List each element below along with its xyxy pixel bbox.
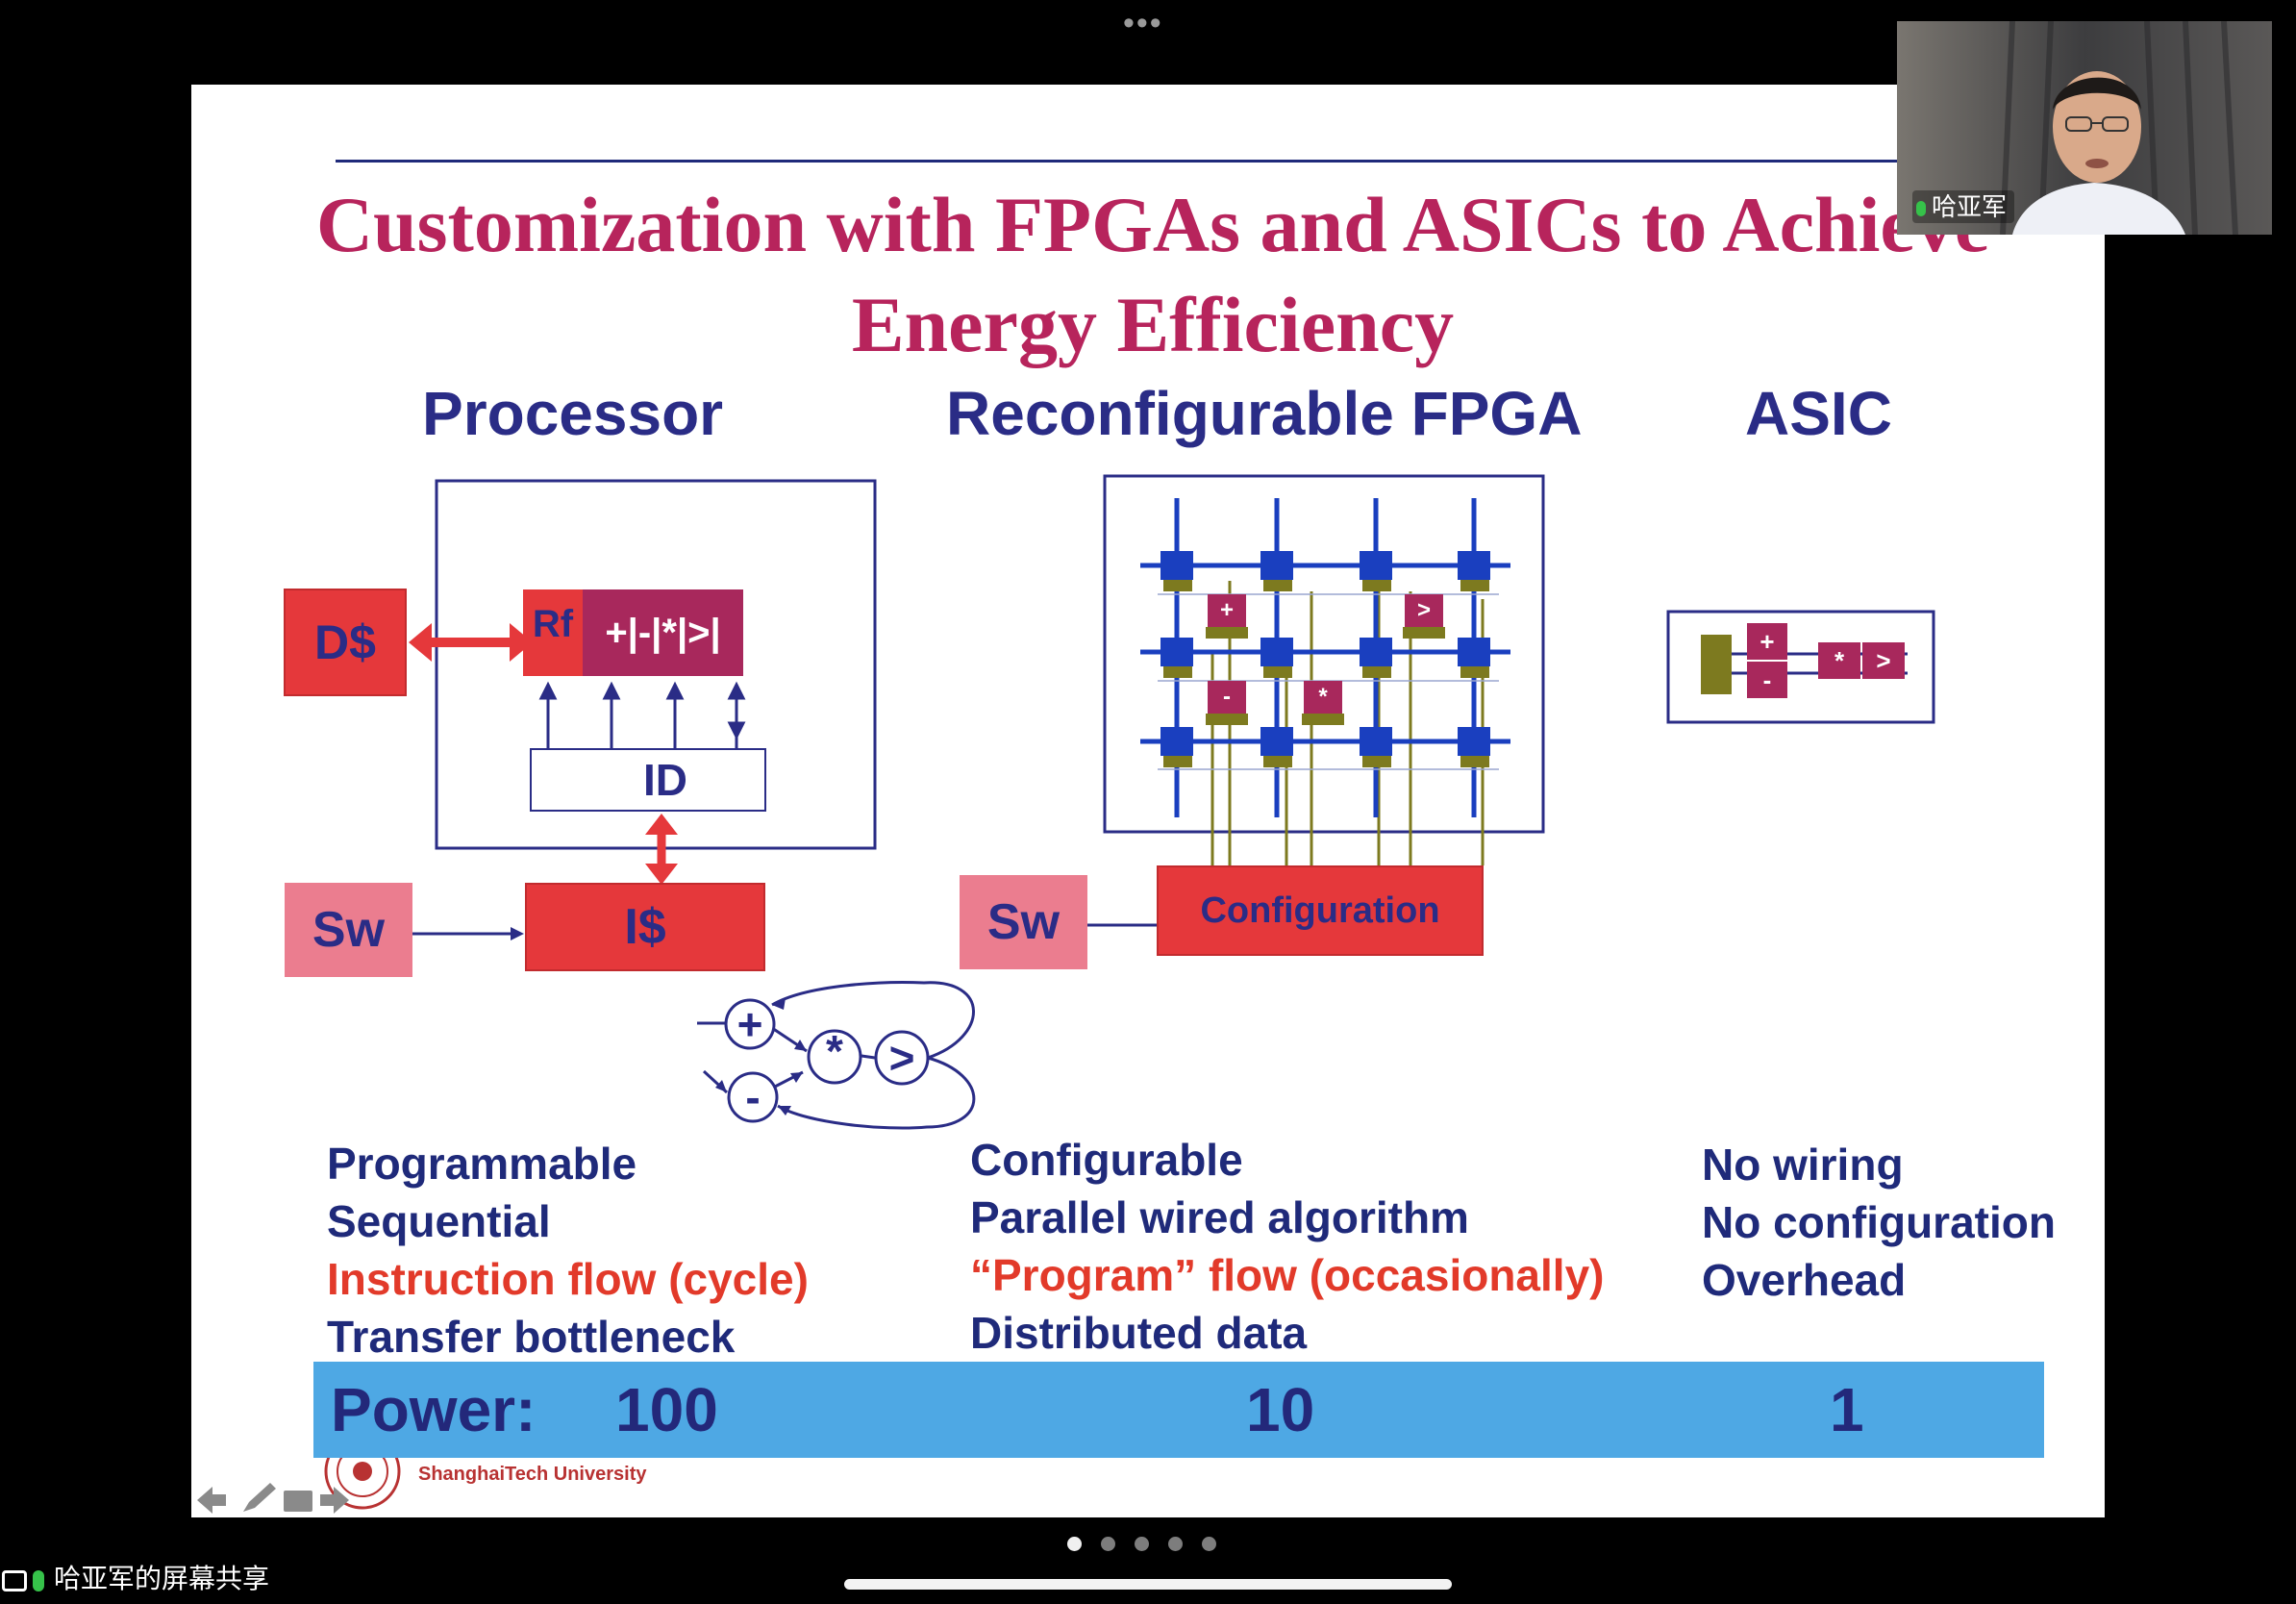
asic-feature: No wiring [1702, 1140, 1904, 1190]
alu-block: +|-|*|>| [583, 589, 743, 676]
processor-heading: Processor [422, 379, 724, 448]
screen-share-icon [2, 1569, 27, 1591]
processor-feature-highlight: Instruction flow (cycle) [327, 1254, 809, 1304]
processor-features: Programmable Sequential Instruction flow… [327, 1135, 809, 1366]
page-dot-active[interactable] [1067, 1537, 1082, 1551]
fpga-cell-add: + [1219, 597, 1234, 623]
register-file-block: Rf [523, 589, 583, 676]
instruction-decoder-block: ID [530, 748, 766, 812]
slide-title-line2: Energy Efficiency [851, 281, 1455, 368]
participant-video-tile[interactable]: 哈亚军 [1897, 21, 2272, 235]
next-slide-button[interactable] [318, 1481, 353, 1517]
power-fpga-value: 10 [1246, 1375, 1315, 1444]
asic-feature: No configuration [1702, 1197, 2056, 1247]
processor-software-block: Sw [285, 883, 412, 977]
fpga-feature-highlight: “Program” flow (occasionally) [970, 1250, 1605, 1300]
processor-connections [409, 479, 877, 940]
asic-circuit [1666, 610, 1935, 724]
power-comparison-bar: Power: 100 10 1 [313, 1362, 2044, 1458]
processor-feature: Sequential [327, 1196, 551, 1246]
slideshow-controls [197, 1483, 349, 1514]
dataflow-sub-node: - [745, 1072, 761, 1122]
slide-title-line1: Customization with FPGAs and ASICs to Ac… [315, 181, 1990, 268]
screen-share-label: 哈亚军的屏幕共享 [54, 1564, 270, 1593]
pen-icon [243, 1483, 276, 1512]
more-options-button[interactable]: ••• [1123, 5, 1163, 41]
slide-menu-button[interactable] [282, 1481, 312, 1517]
asic-cell-add: + [1759, 626, 1775, 656]
previous-slide-icon [197, 1487, 226, 1514]
asic-features: No wiring No configuration Overhead [1702, 1136, 2056, 1309]
screen-share-status[interactable]: 哈亚军的屏幕共享 [0, 1560, 269, 1598]
dataflow-cmp-node: > [888, 1033, 915, 1083]
page-indicator [1067, 1537, 1240, 1560]
page-dot[interactable] [1101, 1537, 1115, 1551]
pen-tool-button[interactable] [237, 1481, 276, 1517]
home-indicator[interactable] [844, 1579, 1452, 1590]
fpga-heading: Reconfigurable FPGA [946, 379, 1583, 448]
participant-name-tag: 哈亚军 [1912, 190, 2015, 223]
processor-feature: Programmable [327, 1139, 637, 1189]
asic-heading: ASIC [1745, 379, 1892, 448]
fpga-feature: Parallel wired algorithm [970, 1192, 1469, 1242]
previous-slide-button[interactable] [195, 1481, 230, 1517]
instruction-cache-block: I$ [525, 883, 765, 971]
fpga-cell-cmp: > [1416, 597, 1431, 623]
asic-feature: Overhead [1702, 1255, 1907, 1305]
page-dot[interactable] [1168, 1537, 1183, 1551]
power-asic-value: 1 [1830, 1375, 1864, 1444]
microphone-icon [1916, 201, 1926, 217]
page-dot[interactable] [1135, 1537, 1149, 1551]
processor-feature: Transfer bottleneck [327, 1312, 736, 1362]
fpga-fabric [1087, 474, 1545, 932]
title-rule [336, 160, 2095, 163]
presentation-slide: Customization with FPGAs and ASICs to Ac… [191, 85, 2105, 1517]
dataflow-graph-edges [697, 981, 976, 1130]
participant-name: 哈亚军 [1932, 192, 2008, 221]
configuration-block: Configuration [1157, 865, 1484, 956]
fpga-cell-sub: - [1223, 684, 1231, 710]
data-cache-block: D$ [284, 589, 407, 696]
fpga-feature: Configurable [970, 1135, 1243, 1185]
fpga-software-block: Sw [960, 875, 1087, 969]
asic-cell-sub: - [1762, 664, 1772, 694]
power-label: Power: [331, 1375, 537, 1444]
asic-cell-cmp: > [1876, 645, 1891, 675]
microphone-icon [33, 1569, 44, 1591]
dataflow-add-node: + [736, 999, 763, 1049]
power-processor-value: 100 [615, 1375, 718, 1444]
fpga-feature: Distributed data [970, 1308, 1308, 1358]
asic-cell-mul: * [1834, 645, 1845, 675]
fpga-cell-mul: * [1318, 684, 1328, 710]
page-dot[interactable] [1202, 1537, 1216, 1551]
next-slide-icon [320, 1487, 349, 1514]
dataflow-mul-node: * [826, 1026, 843, 1076]
menu-icon [284, 1491, 312, 1512]
university-name: ShanghaiTech University [418, 1464, 647, 1485]
fpga-features: Configurable Parallel wired algorithm “P… [970, 1131, 1604, 1362]
participant-video [1897, 21, 2272, 235]
